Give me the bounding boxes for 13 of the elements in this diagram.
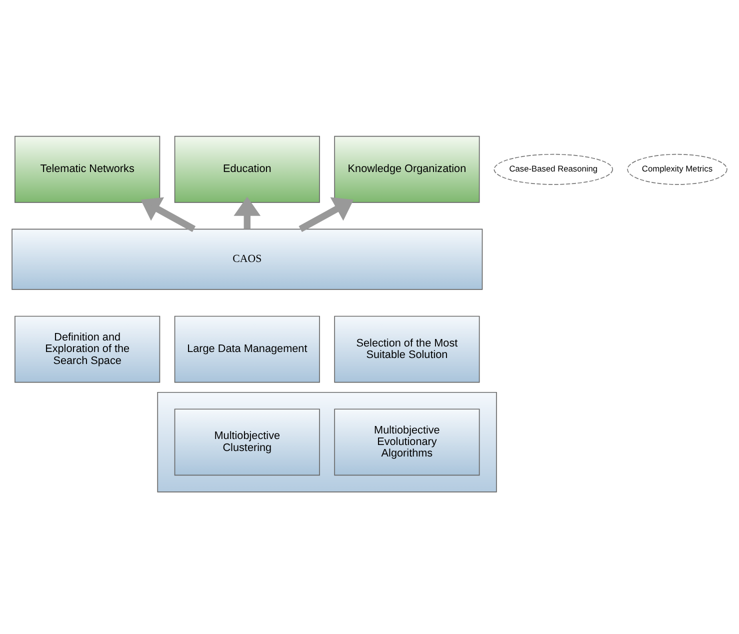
node-box: Multiobjective Evolutionary Algorithms [334,408,480,476]
node-ellipse: Case-Based Reasoning [494,153,614,184]
node-box: Telematic Networks [14,135,160,202]
node-box: Selection of the Most Suitable Solution [334,315,480,382]
cluster [157,391,497,492]
node-ellipse: Complexity Metrics [627,153,728,184]
node-box: CAOS [12,228,483,290]
arrow [234,196,261,229]
node-box: Multiobjective Clustering [174,408,320,476]
node-box: Definition and Exploration of the Search Space [14,315,160,382]
node-box: Education [174,135,320,202]
node-box: Knowledge Organization [334,135,480,202]
node-box: Large Data Management [174,315,320,382]
